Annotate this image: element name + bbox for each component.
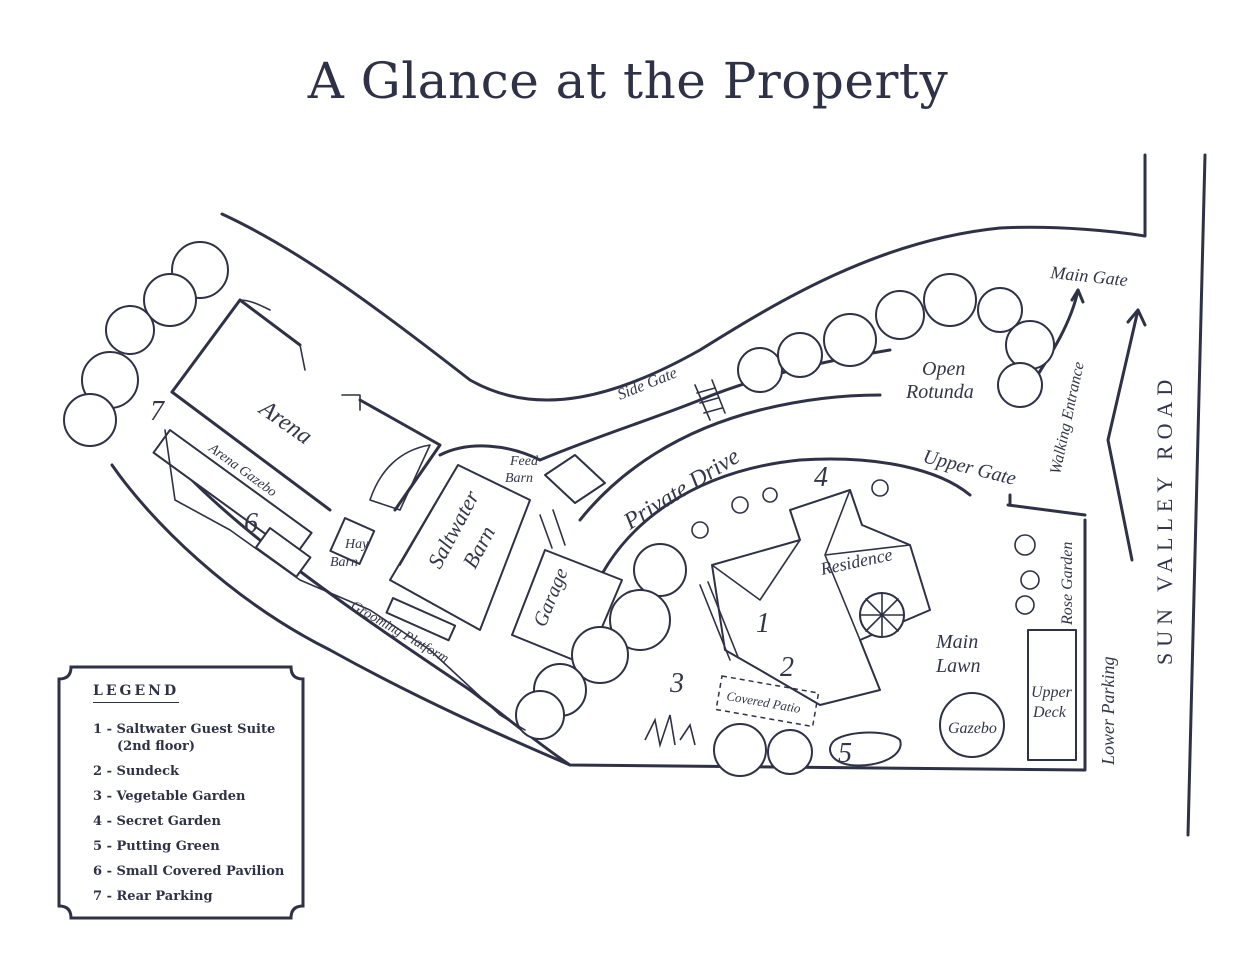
label-open-rotunda-1: Open bbox=[922, 358, 965, 380]
marker-6: 6 bbox=[244, 508, 258, 539]
rear-parking-fence bbox=[164, 429, 526, 731]
map-title: A Glance at the Property bbox=[307, 52, 949, 110]
label-hay-barn-1: Hay bbox=[344, 537, 369, 552]
label-private-drive: Private Drive bbox=[619, 443, 745, 535]
legend-item: 6 - Small Covered Pavilion bbox=[93, 864, 285, 879]
label-sun-valley-road: SUN VALLEY ROAD bbox=[1152, 374, 1177, 665]
label-main-lawn-2: Lawn bbox=[935, 655, 980, 677]
sun-valley-road bbox=[1186, 153, 1207, 837]
label-side-gate: Side Gate bbox=[615, 364, 679, 403]
side-gate-bridge bbox=[539, 379, 726, 549]
legend-item: 7 - Rear Parking bbox=[93, 889, 213, 904]
label-walking-entrance: Walking Entrance bbox=[1047, 360, 1087, 476]
label-gazebo: Gazebo bbox=[948, 720, 997, 737]
legend-item: 1 - Saltwater Guest Suite bbox=[93, 722, 276, 737]
legend-item: 5 - Putting Green bbox=[93, 839, 220, 854]
marker-3: 3 bbox=[669, 668, 684, 699]
marker-1: 1 bbox=[756, 608, 770, 639]
legend-item: 4 - Secret Garden bbox=[93, 814, 221, 829]
label-arena: Arena bbox=[253, 394, 317, 450]
label-covered-patio: Covered Patio bbox=[725, 688, 802, 716]
garden-plants bbox=[644, 479, 1040, 749]
inner-property-boundary bbox=[110, 443, 1087, 772]
legend-item: 3 - Vegetable Garden bbox=[93, 789, 246, 804]
marker-7: 7 bbox=[150, 396, 165, 427]
legend-item: 2 - Sundeck bbox=[93, 764, 180, 779]
saltwater-barn bbox=[389, 464, 531, 631]
feed-barn bbox=[544, 454, 606, 504]
label-rose-garden: Rose Garden bbox=[1059, 542, 1076, 626]
gazebo-circle bbox=[939, 692, 1005, 758]
legend-item: (2nd floor) bbox=[117, 739, 196, 754]
marker-4: 4 bbox=[814, 462, 828, 493]
outer-road-edge bbox=[220, 153, 1147, 402]
putting-green bbox=[829, 731, 902, 767]
arena bbox=[170, 298, 442, 512]
residence bbox=[699, 489, 931, 706]
label-upper-gate: Upper Gate bbox=[921, 446, 1019, 490]
grooming-platform bbox=[385, 597, 457, 642]
label-feed-barn-2: Barn bbox=[505, 471, 533, 486]
label-main-gate: Main Gate bbox=[1049, 262, 1129, 290]
tree-cluster-rotunda bbox=[737, 273, 1055, 408]
label-lower-parking: Lower Parking bbox=[1098, 656, 1118, 766]
legend-box: LEGEND 1 - Saltwater Guest Suite (2nd fl… bbox=[57, 665, 305, 920]
label-upper-deck-2: Deck bbox=[1032, 704, 1067, 721]
covered-patio bbox=[715, 675, 820, 728]
upper-deck bbox=[1027, 629, 1077, 761]
legend-frame bbox=[57, 665, 305, 920]
marker-5: 5 bbox=[838, 738, 852, 769]
legend-items: 1 - Saltwater Guest Suite (2nd floor) 2 … bbox=[93, 721, 303, 913]
marker-2: 2 bbox=[780, 652, 794, 683]
legend-title: LEGEND bbox=[93, 683, 180, 703]
label-open-rotunda-2: Rotunda bbox=[905, 381, 974, 403]
arena-gazebo bbox=[152, 429, 313, 557]
label-hay-barn-2: Barn bbox=[330, 555, 358, 570]
tree-cluster-south bbox=[515, 543, 813, 777]
tree-cluster-west bbox=[63, 241, 229, 447]
hay-barn bbox=[329, 517, 376, 565]
label-feed-barn-1: Feed bbox=[509, 454, 539, 469]
label-upper-deck-1: Upper bbox=[1031, 684, 1073, 701]
rose-garden-bed bbox=[1006, 493, 1087, 517]
label-main-lawn-1: Main bbox=[935, 631, 978, 653]
